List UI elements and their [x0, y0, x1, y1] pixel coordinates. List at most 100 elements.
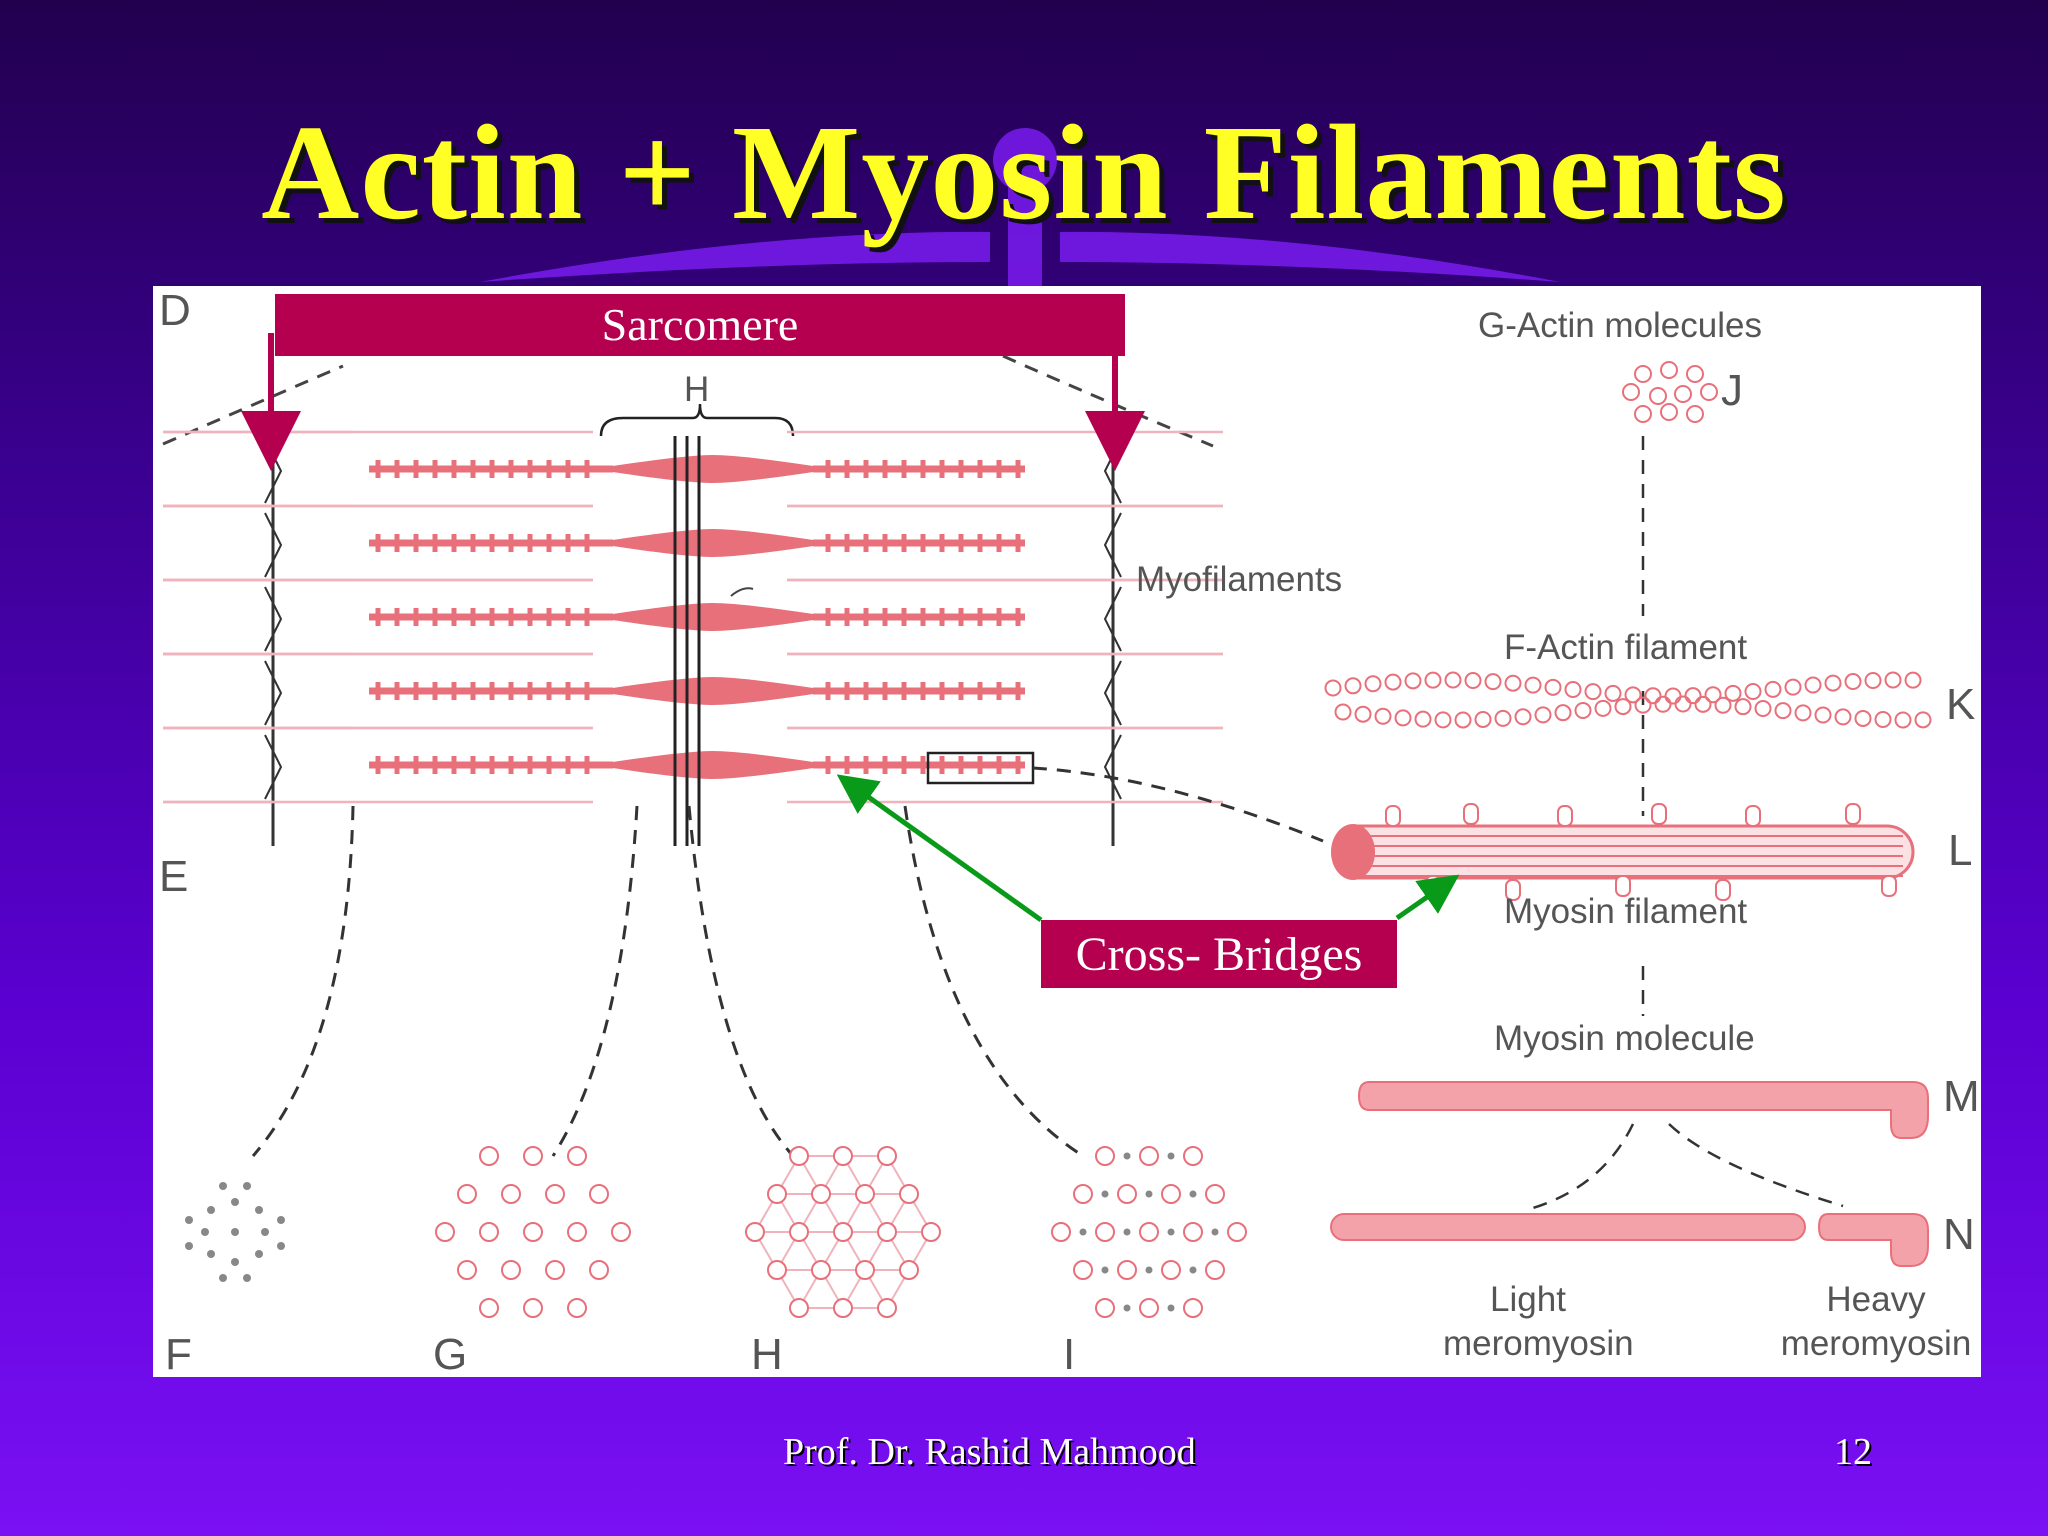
f-actin-bead: [1824, 674, 1842, 692]
f-actin-bead: [1854, 709, 1872, 727]
cross-bridge-arrow: [1395, 874, 1460, 921]
myosin-cross-ring: [1205, 1184, 1225, 1204]
h-zone-label: H: [684, 370, 710, 409]
actin-cross-dot: [1079, 1228, 1087, 1236]
f-actin-bead: [1874, 711, 1892, 729]
f-actin-bead: [1774, 702, 1792, 720]
g-actin-molecule: [1634, 405, 1652, 423]
g-actin-molecule: [1686, 405, 1704, 423]
f-actin-bead: [1624, 686, 1642, 704]
myosin-cross-ring: [567, 1298, 587, 1318]
actin-cross-dot: [1123, 1228, 1131, 1236]
myosin-cross-ring: [479, 1146, 499, 1166]
zoom-connector: [1032, 766, 1324, 843]
f-actin-bead: [1644, 687, 1662, 705]
f-actin-bead: [1574, 701, 1592, 719]
z-line-zigzag: [1103, 734, 1122, 800]
f-actin-bead: [1674, 695, 1692, 713]
myosin-cross-ring: [1095, 1146, 1115, 1166]
actin-cross-dot: [231, 1198, 239, 1206]
myosin-head-bump: [1881, 875, 1897, 897]
f-actin-bead: [1594, 699, 1612, 717]
f-actin-label: F-Actin filament: [1504, 628, 1748, 667]
myosin-filament-body: [1331, 824, 1915, 880]
cross-section-link: [551, 805, 639, 1157]
myosin-cross-ring: [833, 1222, 853, 1242]
g-actin-molecule: [1660, 403, 1678, 421]
myosin-cross-ring: [1183, 1298, 1203, 1318]
f-actin-bead: [1334, 703, 1352, 721]
myosin-cross-ring: [1139, 1298, 1159, 1318]
myosin-cross-ring: [833, 1298, 853, 1318]
f-actin-bead: [1364, 675, 1382, 693]
f-actin-bead: [1894, 711, 1912, 729]
myosin-cross-ring: [611, 1222, 631, 1242]
g-actin-molecule: [1634, 365, 1652, 383]
myosin-cross-ring: [567, 1146, 587, 1166]
f-actin-bead: [1664, 687, 1682, 705]
myosin-cross-ring: [479, 1298, 499, 1318]
myosin-thick-center: [593, 677, 833, 705]
actin-cross-dot: [1123, 1152, 1131, 1160]
myosin-molecule-label: Myosin molecule: [1494, 1019, 1755, 1058]
myosin-cross-ring: [1095, 1222, 1115, 1242]
myosin-head-bump: [1463, 803, 1479, 825]
actin-cross-dot: [1145, 1266, 1153, 1274]
z-line-zigzag: [264, 660, 283, 726]
myosin-cross-ring: [501, 1184, 521, 1204]
heavy-meromyosin-label: Heavy meromyosin: [1780, 1280, 1972, 1363]
myosin-cross-ring: [811, 1184, 831, 1204]
actin-cross-dot: [255, 1250, 263, 1258]
heavy-meromyosin-shape: [1817, 1213, 1929, 1267]
myosin-cross-ring: [523, 1298, 543, 1318]
myosin-head-bump: [1715, 879, 1731, 901]
actin-cross-dot: [219, 1182, 227, 1190]
cross-bridges-callout: Cross- Bridges: [1041, 920, 1397, 988]
myosin-cross-ring: [1139, 1146, 1159, 1166]
actin-cross-dot: [277, 1216, 285, 1224]
g-actin-molecule: [1622, 383, 1640, 401]
myosin-cross-ring: [855, 1184, 875, 1204]
myosin-cross-ring: [457, 1260, 477, 1280]
f-actin-bead: [1554, 704, 1572, 722]
panel-letter-f: F: [165, 1330, 192, 1377]
z-line-zigzag: [1103, 512, 1122, 578]
actin-cross-dot: [185, 1216, 193, 1224]
myosin-cross-ring: [523, 1222, 543, 1242]
actin-cross-dot: [185, 1242, 193, 1250]
panel-letter-l: L: [1948, 826, 1973, 875]
myosin-cross-ring: [435, 1222, 455, 1242]
actin-cross-dot: [1101, 1190, 1109, 1198]
actin-cross-dot: [231, 1228, 239, 1236]
panel-letter-m: M: [1943, 1072, 1980, 1121]
f-actin-bead: [1444, 671, 1462, 689]
actin-cross-dot: [1167, 1228, 1175, 1236]
myosin-thick-center: [593, 455, 833, 483]
myosin-cross-ring: [1073, 1260, 1093, 1280]
myosin-head-bump: [1651, 803, 1667, 825]
author-footer: Prof. Dr. Rashid Mahmood: [783, 1431, 1196, 1473]
f-actin-bead: [1424, 671, 1442, 689]
myofilaments-label: Myofilaments: [1136, 560, 1343, 599]
f-actin-bead: [1454, 711, 1472, 729]
myosin-cross-ring: [523, 1146, 543, 1166]
split-connector: [1668, 1123, 1844, 1208]
sarcomere-diagram: D E F G H I J K L M N H G-Actin molecule…: [153, 286, 1981, 1377]
f-actin-bead: [1344, 677, 1362, 695]
myosin-cross-ring: [745, 1222, 765, 1242]
panel-letter-k: K: [1946, 680, 1976, 729]
myosin-cross-ring: [877, 1146, 897, 1166]
myosin-cross-ring: [1073, 1184, 1093, 1204]
myosin-cross-ring: [501, 1260, 521, 1280]
f-actin-bead: [1614, 698, 1632, 716]
h-bracket-tick: [730, 587, 754, 597]
f-actin-bead: [1724, 684, 1742, 702]
myosin-cross-ring: [1095, 1298, 1115, 1318]
z-line-zigzag: [1103, 586, 1122, 652]
actin-cross-dot: [1145, 1190, 1153, 1198]
f-actin-bead: [1704, 686, 1722, 704]
myosin-head-bump: [1505, 879, 1521, 901]
myosin-cross-ring: [855, 1260, 875, 1280]
myosin-cross-ring: [767, 1260, 787, 1280]
cross-section-link: [251, 805, 355, 1157]
